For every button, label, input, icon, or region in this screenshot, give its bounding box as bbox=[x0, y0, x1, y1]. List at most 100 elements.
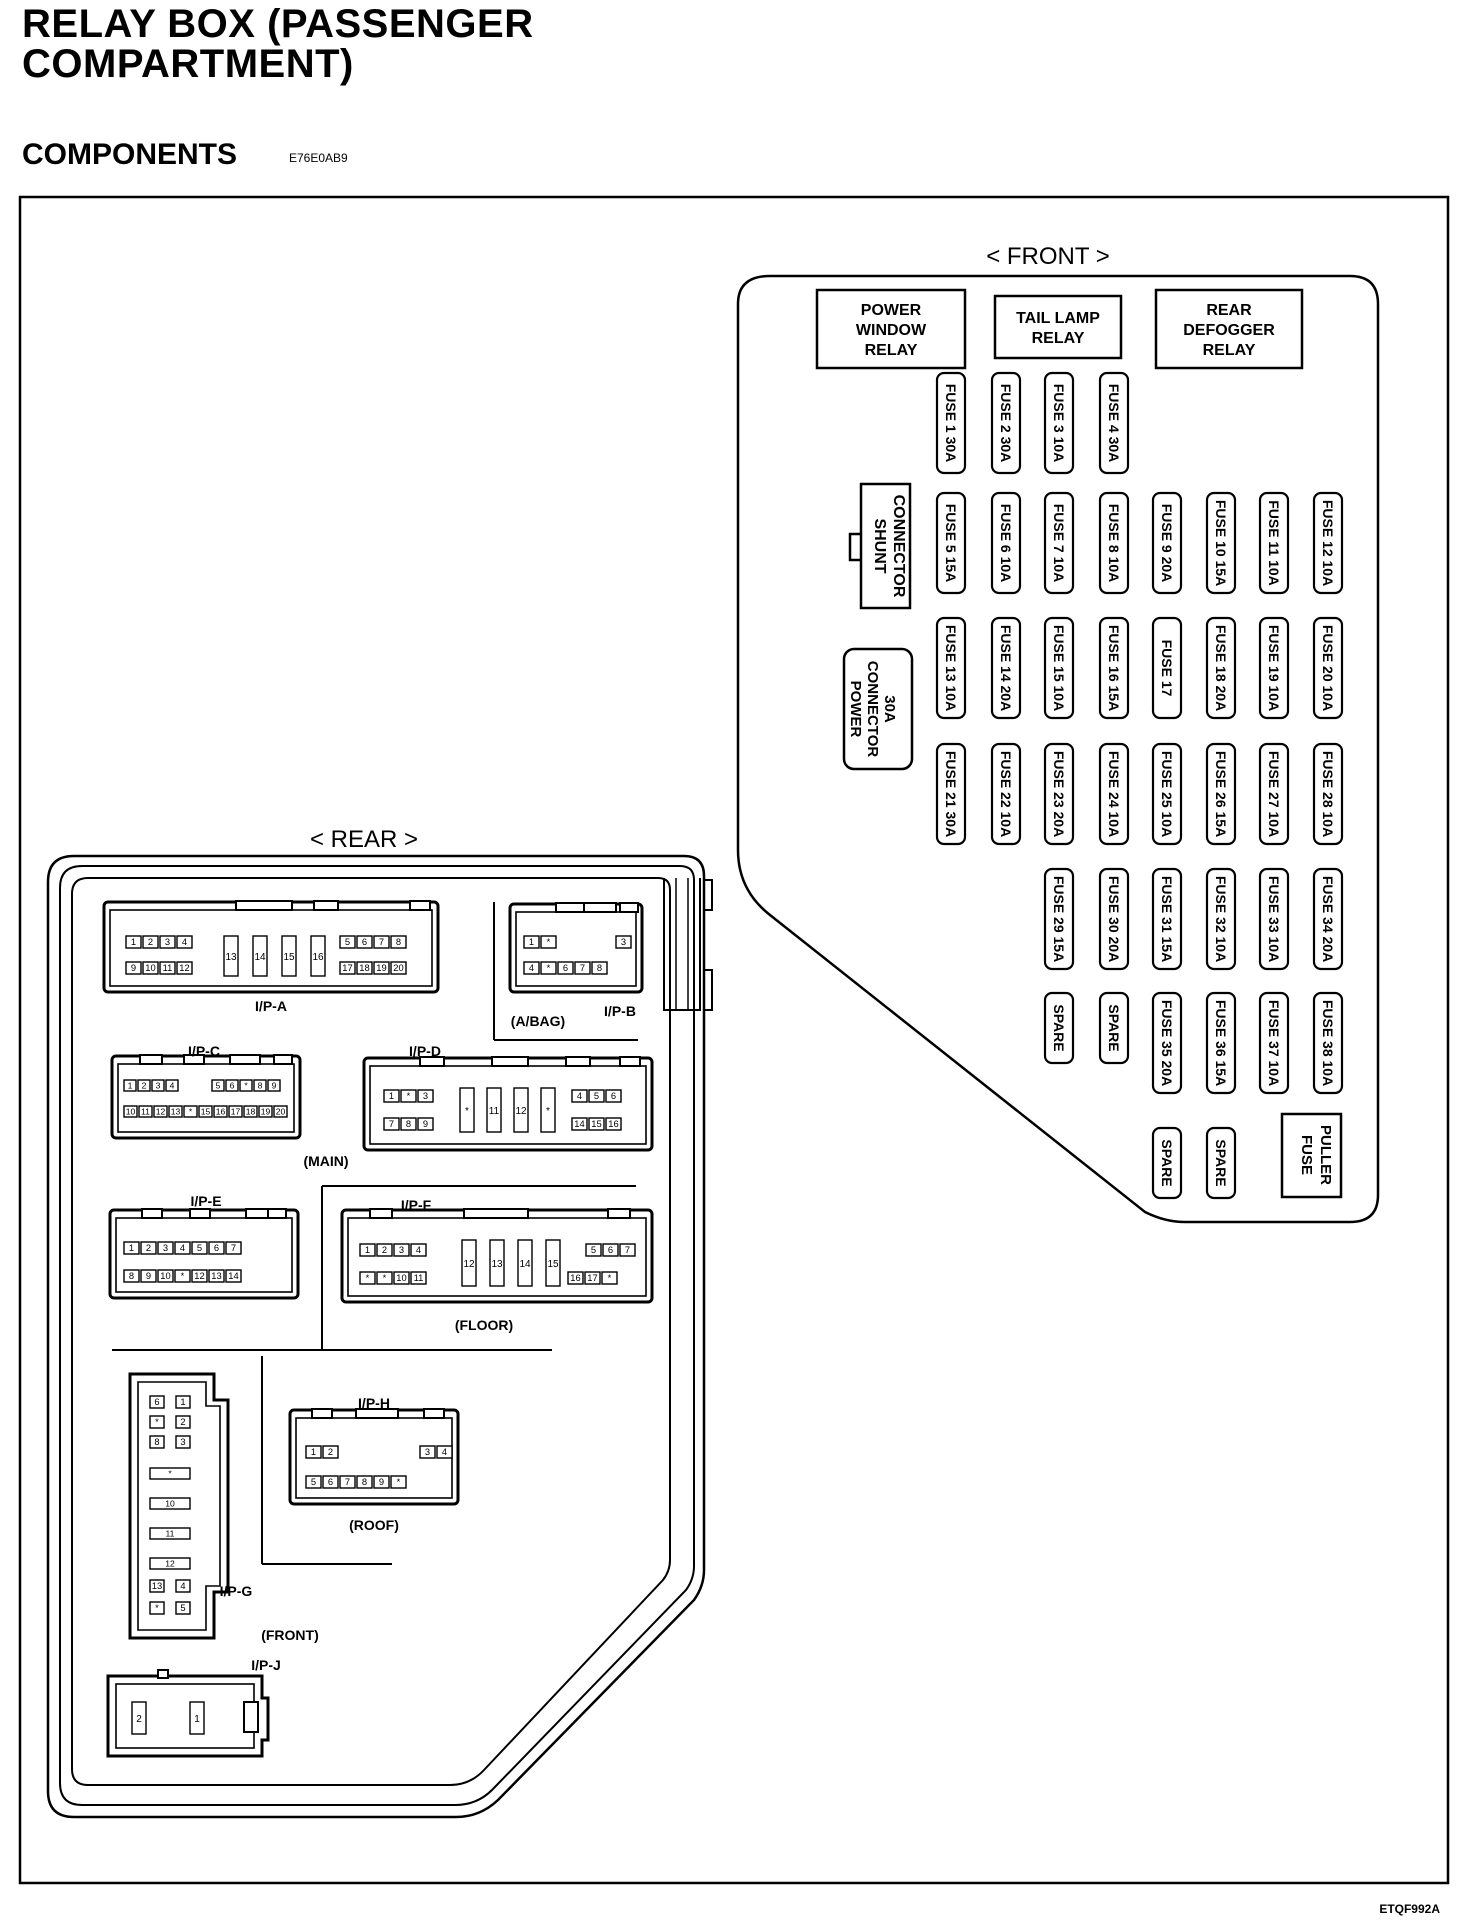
fuse-label: FUSE 14 20A bbox=[998, 625, 1014, 711]
pin-cell-tall bbox=[489, 1239, 505, 1287]
pin-cell bbox=[383, 1089, 400, 1103]
pin-cell bbox=[602, 1243, 619, 1257]
pin-cell bbox=[142, 935, 159, 949]
pin-cell-tall bbox=[461, 1239, 477, 1287]
pin-number: 10 bbox=[160, 1271, 170, 1281]
pin-number: 5 bbox=[197, 1243, 202, 1253]
pin-number: 6 bbox=[328, 1477, 333, 1487]
pin-number: 15 bbox=[283, 952, 295, 963]
pin-number: 16 bbox=[216, 1106, 226, 1116]
pin-number: 9 bbox=[272, 1080, 277, 1090]
pin-number: 4 bbox=[442, 1447, 447, 1457]
pin-cell bbox=[523, 935, 540, 949]
pin-cell bbox=[557, 961, 574, 975]
pin-number: 6 bbox=[154, 1397, 159, 1407]
pin-number: 14 bbox=[519, 1259, 531, 1270]
pin-cell bbox=[605, 1117, 622, 1131]
pin-number: 6 bbox=[214, 1243, 219, 1253]
pin-number: 8 bbox=[129, 1271, 134, 1281]
fuse-label: FUSE 31 15A bbox=[1159, 876, 1175, 962]
pin-cell bbox=[383, 1117, 400, 1131]
fuse-label: FUSE 17 bbox=[1159, 640, 1175, 697]
pin-number: 7 bbox=[379, 937, 384, 947]
pin-number: 16 bbox=[608, 1119, 618, 1129]
fuse-label: FUSE 24 10A bbox=[1106, 751, 1122, 837]
pin-number: 6 bbox=[230, 1080, 235, 1090]
front-panel-outline bbox=[736, 274, 1380, 1224]
pin-number: 12 bbox=[463, 1259, 475, 1270]
pin-number: 3 bbox=[180, 1437, 185, 1447]
relay-label-line: RELAY bbox=[865, 342, 918, 359]
pin-cell bbox=[149, 1601, 165, 1615]
pin-cell bbox=[571, 1117, 588, 1131]
fuse-label: FUSE 6 10A bbox=[998, 504, 1014, 583]
pin-cell bbox=[153, 1105, 168, 1118]
pin-number: 8 bbox=[362, 1477, 367, 1487]
pin-cell bbox=[588, 1117, 605, 1131]
title-line-2: COMPARTMENT) bbox=[22, 42, 354, 86]
pin-number: 19 bbox=[376, 963, 386, 973]
pin-number: 20 bbox=[393, 963, 403, 973]
pin-cell bbox=[410, 1271, 427, 1285]
pin-cell bbox=[373, 1475, 390, 1489]
pin-cell-tall bbox=[517, 1239, 533, 1287]
connector-name: I/P-D bbox=[409, 1043, 441, 1059]
pin-number: 10 bbox=[126, 1106, 136, 1116]
pin-number: 5 bbox=[216, 1080, 221, 1090]
fuse-label: FUSE 27 10A bbox=[1266, 751, 1282, 837]
pin-cell bbox=[125, 961, 142, 975]
pin-number: 18 bbox=[246, 1106, 256, 1116]
pin-cell bbox=[149, 1435, 165, 1449]
pin-number: 8 bbox=[258, 1080, 263, 1090]
pin-number: 4 bbox=[416, 1245, 421, 1255]
pin-number: 20 bbox=[276, 1106, 286, 1116]
pin-number: 7 bbox=[389, 1119, 394, 1129]
pin-cell bbox=[540, 961, 557, 975]
pin-cell bbox=[410, 1243, 427, 1257]
pin-cell bbox=[149, 1557, 191, 1570]
pin-cell bbox=[400, 1089, 417, 1103]
pin-cell bbox=[436, 1445, 453, 1459]
pin-cell-tall bbox=[131, 1701, 147, 1735]
fuse-label: FUSE 23 20A bbox=[1051, 751, 1067, 837]
pin-number: * bbox=[383, 1273, 387, 1283]
pin-cell bbox=[376, 1243, 393, 1257]
pin-cell-tall bbox=[540, 1087, 556, 1133]
front-label: < FRONT > bbox=[986, 243, 1110, 270]
fuse-slot: FUSE 35 20A bbox=[1151, 991, 1183, 1095]
fuse-slot: FUSE 34 20A bbox=[1312, 867, 1344, 971]
pin-cell bbox=[615, 935, 632, 949]
fuse-slot: FUSE 5 15A bbox=[935, 491, 967, 595]
relay-label-line: DEFOGGER bbox=[1183, 322, 1275, 339]
fuse-label: FUSE 22 10A bbox=[998, 751, 1014, 837]
pin-cell bbox=[211, 1079, 225, 1092]
pin-number: 19 bbox=[261, 1106, 271, 1116]
fuse-label: FUSE 32 10A bbox=[1213, 876, 1229, 962]
pin-number: 7 bbox=[231, 1243, 236, 1253]
fuse-label: FUSE 13 10A bbox=[943, 625, 959, 711]
relay-label-line: RELAY bbox=[1032, 330, 1085, 347]
power-connector: POWER CONNECTOR 30A bbox=[842, 647, 914, 771]
pin-cell bbox=[213, 1105, 228, 1118]
fuse-label: FUSE 16 15A bbox=[1106, 625, 1122, 711]
pin-cell bbox=[574, 961, 591, 975]
pin-cell-tall bbox=[459, 1087, 475, 1133]
pin-cell-tall bbox=[189, 1701, 205, 1735]
pin-cell bbox=[305, 1445, 322, 1459]
pin-cell bbox=[149, 1395, 165, 1409]
fuse-slot: FUSE 22 10A bbox=[990, 742, 1022, 846]
pin-cell bbox=[373, 935, 390, 949]
fuse-label: FUSE 33 10A bbox=[1266, 876, 1282, 962]
pin-number: 14 bbox=[574, 1119, 584, 1129]
fuse-label: FUSE 5 15A bbox=[943, 504, 959, 583]
pin-number: * bbox=[181, 1271, 185, 1281]
pin-number: 5 bbox=[594, 1091, 599, 1101]
connector-group: (ROOF) bbox=[349, 1517, 399, 1533]
pin-number: 3 bbox=[165, 937, 170, 947]
pin-number: 5 bbox=[180, 1603, 185, 1613]
